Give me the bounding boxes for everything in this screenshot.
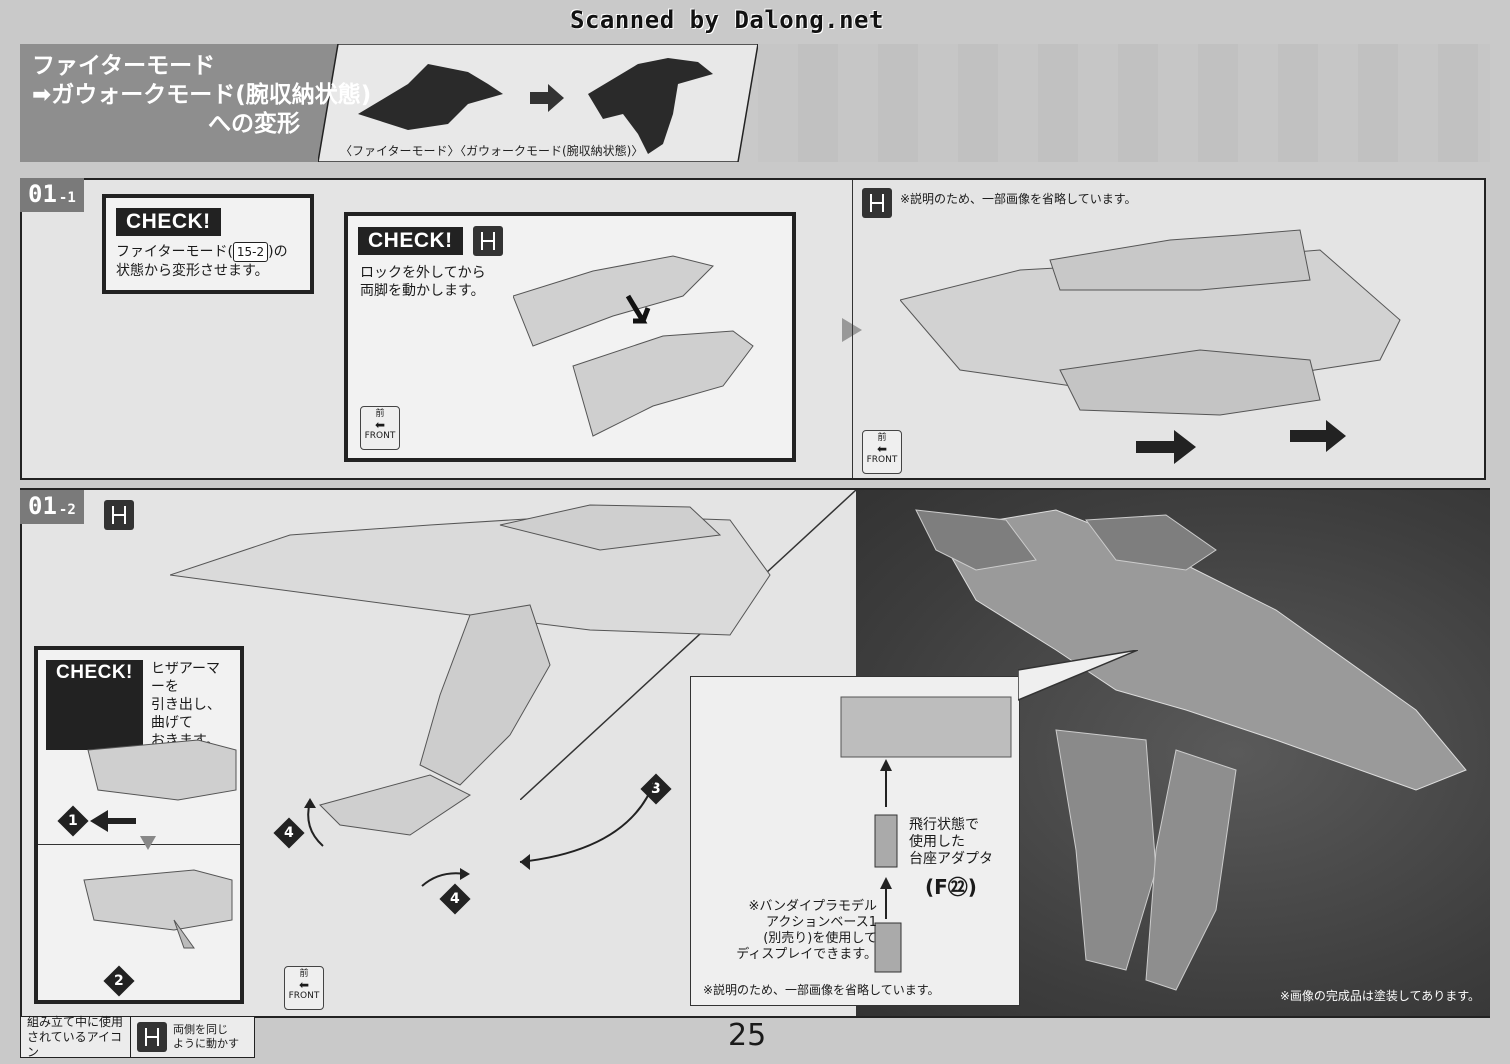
- stand-adapter-callout: 飛行状態で 使用した 台座アダプタ (F㉒) ※バンダイプラモデル アクションベ…: [690, 676, 1020, 1006]
- check-text-part: ロックを外してから: [360, 265, 486, 281]
- move-arrow-icon: [1136, 430, 1196, 464]
- caption-fighter: 〈ファイターモード〉: [340, 144, 460, 158]
- front-badge-text: FRONT: [364, 431, 396, 441]
- front-badge-text: FRONT: [288, 991, 320, 1001]
- knee-armor-bent-illustration: [83, 869, 233, 949]
- title-line-3: への変形: [208, 111, 300, 137]
- divider: [38, 844, 240, 845]
- both-sides-icon: [472, 226, 503, 256]
- callout-text-part: (別売り)を使用して: [763, 931, 877, 946]
- part-number: (F㉒): [925, 875, 977, 899]
- section-title: ファイターモード ➡ガウォークモード(腕収納状態) への変形: [32, 52, 371, 139]
- scan-watermark: Scanned by Dalong.net: [570, 6, 884, 34]
- both-sides-icon: [137, 1022, 167, 1052]
- page-reference: 15-2: [232, 242, 269, 262]
- diagonal-divider: [520, 490, 857, 800]
- icon-legend: 組み立て中に使用されているアイコン 両側を同じ ように動かす: [20, 1014, 255, 1059]
- stand-adapter-text: 飛行状態で 使用した 台座アダプタ: [909, 817, 993, 868]
- title-line-2-text: ガウォークモード(腕収納状態): [51, 82, 372, 108]
- step-marker-2: 2: [103, 965, 135, 997]
- front-direction-badge: 前 ⬅ FRONT: [862, 430, 902, 474]
- legend-desc-part: 両側を同じ: [173, 1023, 228, 1036]
- legend-description: 両側を同じ ように動かす: [167, 1023, 239, 1051]
- both-sides-icon: [104, 500, 134, 530]
- front-direction-badge: 前 ⬅ FRONT: [284, 966, 324, 1010]
- callout-text-part: アクションベース1: [766, 915, 877, 930]
- check-text-part: 状態から変形させます。: [116, 263, 269, 279]
- step-01-2-label: 01-2: [20, 490, 84, 524]
- gerwalk-transform-illustration: [170, 504, 771, 836]
- check-box-unlock-legs: CHECK! ロックを外してから 両脚を動かします。 前 ⬅ FRONT: [344, 212, 796, 462]
- step-sub-number: -2: [58, 502, 76, 518]
- knee-armor-illustration: [87, 739, 237, 801]
- step-number: 01: [28, 180, 57, 208]
- fighter-legs-extended-illustration: [900, 229, 1401, 416]
- step-marker-number: 4: [284, 825, 294, 841]
- leg-unlock-illustration: [513, 255, 754, 437]
- page-number: 25: [728, 1018, 767, 1053]
- title-line-1: ファイターモード: [32, 53, 216, 79]
- front-badge-kanji: 前: [375, 409, 385, 419]
- legend-label-part: されているアイコン: [27, 1029, 123, 1059]
- painted-model-note: ※画像の完成品は塗装してあります。: [1279, 989, 1480, 1003]
- callout-text-part: 飛行状態で: [909, 817, 979, 833]
- callout-pointer: [1018, 650, 1138, 701]
- front-badge-kanji: 前: [299, 969, 309, 979]
- callout-text-part: ※バンダイプラモデル: [748, 899, 877, 914]
- front-direction-badge: 前 ⬅ FRONT: [360, 406, 400, 450]
- step-marker-number: 2: [114, 973, 124, 989]
- banner-background: [758, 44, 1490, 162]
- check-text-part: ファイターモード(: [116, 244, 233, 260]
- check-tag: CHECK!: [46, 660, 143, 750]
- check-tag: CHECK!: [116, 208, 221, 236]
- step-01-1-label: 01-1: [20, 178, 84, 212]
- caption-gerwalk: 〈ガウォークモード(腕収納状態)〉: [454, 144, 644, 158]
- rotation-arrow-icon: [421, 868, 470, 887]
- finished-model-photo: ※画像の完成品は塗装してあります。: [856, 490, 1490, 1016]
- check-text: ファイターモード(15-2)の 状態から変形させます。: [106, 236, 310, 286]
- arrow-left-icon: ⬅: [298, 978, 310, 992]
- arrow-left-icon: ⬅: [374, 418, 386, 432]
- banner-silhouettes: [318, 44, 758, 162]
- legend-desc-part: ように動かす: [173, 1037, 239, 1050]
- divider: [852, 180, 853, 478]
- check-text-part: 引き出し、曲げて: [150, 697, 221, 731]
- step-sub-number: -1: [58, 190, 76, 206]
- legend-label: 組み立て中に使用されているアイコン: [21, 1014, 131, 1059]
- step-marker-1: 1: [57, 805, 89, 837]
- rotation-arrow-icon: [304, 798, 324, 847]
- title-line-2: ➡ガウォークモード(腕収納状態): [32, 81, 371, 110]
- check-text-part: 両脚を動かします。: [360, 283, 485, 299]
- arrow-left-icon: ⬅: [876, 442, 888, 456]
- photo-model-render: [915, 509, 1467, 991]
- stand-adapter-illustration: [840, 696, 1012, 973]
- header-banner: [20, 44, 365, 162]
- step-marker-number: 4: [450, 891, 460, 907]
- front-badge-kanji: 前: [877, 433, 887, 443]
- step-number: 01: [28, 492, 57, 520]
- next-arrow-icon: [140, 836, 156, 850]
- arrow-left-icon: [90, 810, 136, 832]
- rotation-arrow-icon: [519, 780, 656, 870]
- check-box-knee-armor: CHECK! ヒザアーマーを 引き出し、曲げて おきます。 1 2: [34, 646, 244, 1004]
- callout-text-part: 台座アダプタ: [909, 851, 993, 867]
- omission-note: ※説明のため、一部画像を省略しています。: [900, 192, 1137, 206]
- arrow-right-icon: ➡: [32, 82, 52, 108]
- legend-label-part: 組み立て中に使用: [27, 1014, 124, 1029]
- both-sides-icon: [862, 188, 892, 218]
- move-arrow-icon: [1290, 420, 1346, 452]
- step-marker-number: 1: [68, 813, 78, 829]
- callout-text-part: 使用した: [909, 834, 965, 850]
- action-base-note: ※バンダイプラモデル アクションベース1 (別売り)を使用して ディスプレイでき…: [701, 899, 877, 963]
- callout-text-part: ディスプレイできます。: [736, 947, 877, 962]
- check-text-part: )の: [268, 244, 288, 260]
- check-tag: CHECK!: [358, 227, 463, 255]
- check-text-part: ヒザアーマーを: [150, 661, 221, 695]
- check-box-fighter-mode: CHECK! ファイターモード(15-2)の 状態から変形させます。: [102, 194, 314, 294]
- omission-note: ※説明のため、一部画像を省略しています。: [703, 983, 940, 997]
- front-badge-text: FRONT: [866, 455, 898, 465]
- check-text: ロックを外してから 両脚を動かします。: [348, 256, 792, 308]
